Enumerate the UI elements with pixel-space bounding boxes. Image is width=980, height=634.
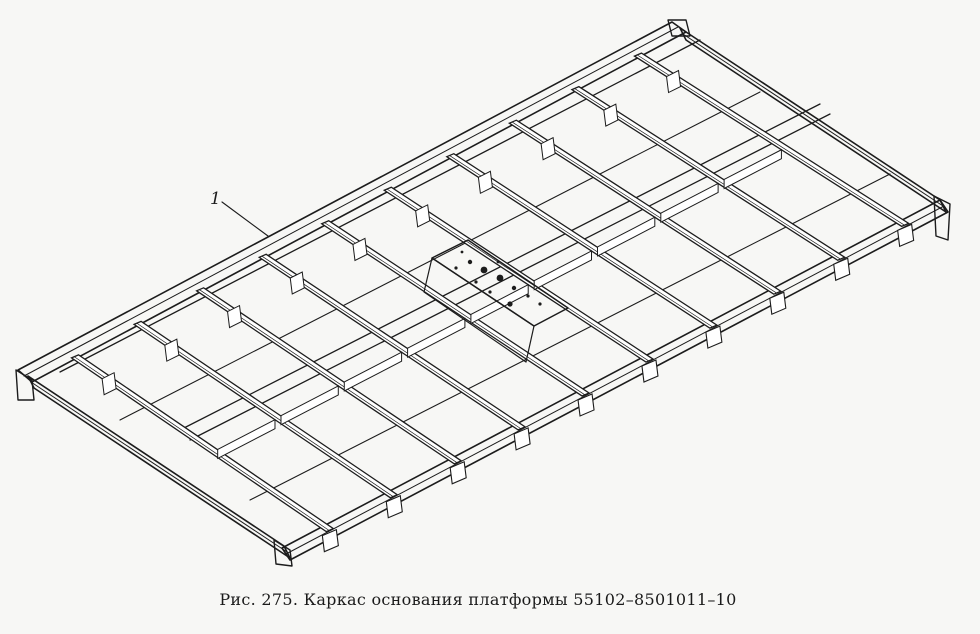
crossbeam-edge <box>512 121 777 294</box>
inner-bracket <box>477 170 493 195</box>
inner-bracket <box>415 204 431 228</box>
center-perforated-plate <box>423 239 569 363</box>
crossbeam-group <box>70 52 911 533</box>
crossbeam <box>507 119 783 295</box>
crossbeam-edge <box>136 323 394 498</box>
mounting-bracket <box>513 427 531 451</box>
spacer-block <box>217 418 276 460</box>
left-end-rail <box>27 375 291 559</box>
inner-bracket <box>164 338 180 362</box>
crossbeam-edge <box>387 188 650 362</box>
figure-caption: Рис. 275. Каркас основания платформы 551… <box>219 590 737 609</box>
spacer-block <box>407 317 466 359</box>
crossbeam <box>570 85 847 262</box>
crossbeam-edge <box>324 222 586 396</box>
mounting-bracket <box>385 494 403 519</box>
callout-number: 1 <box>210 189 221 209</box>
mounting-bracket <box>641 359 659 383</box>
spacer-block <box>660 182 719 224</box>
crossbeam-edge <box>74 356 330 531</box>
inner-bracket <box>226 304 243 329</box>
spacer-block <box>470 283 529 325</box>
spacer-block <box>597 216 656 257</box>
mounting-bracket <box>769 291 787 315</box>
spacer-block <box>723 148 782 190</box>
spacer-block <box>533 250 593 291</box>
mounting-bracket <box>321 528 339 553</box>
mounting-bracket <box>833 257 851 282</box>
inner-bracket <box>289 271 305 295</box>
crossbeam-edge <box>574 88 841 260</box>
inner-bracket <box>603 103 619 127</box>
spacer-block <box>280 385 339 426</box>
mounting-bracket <box>705 325 723 349</box>
mounting-bracket <box>449 461 467 485</box>
crossbeam <box>445 152 719 329</box>
mounting-bracket <box>577 393 595 417</box>
inner-bracket <box>352 237 368 262</box>
spacer-block <box>343 351 403 392</box>
callout-leader <box>221 201 269 237</box>
inner-bracket <box>540 136 556 161</box>
mounting-bracket <box>897 223 915 248</box>
crossbeam-edge <box>637 54 905 226</box>
mounting-bracket-group <box>101 69 915 553</box>
inner-bracket <box>101 371 117 396</box>
crossbeam <box>633 52 911 228</box>
crossbeam <box>320 220 591 397</box>
right-end-rail <box>679 27 947 213</box>
crossbeam-edge <box>261 256 522 430</box>
crossbeam-edge <box>199 289 458 464</box>
spacer-group <box>217 148 782 460</box>
inner-bracket <box>665 69 682 94</box>
crossbeam-edge <box>449 155 714 328</box>
